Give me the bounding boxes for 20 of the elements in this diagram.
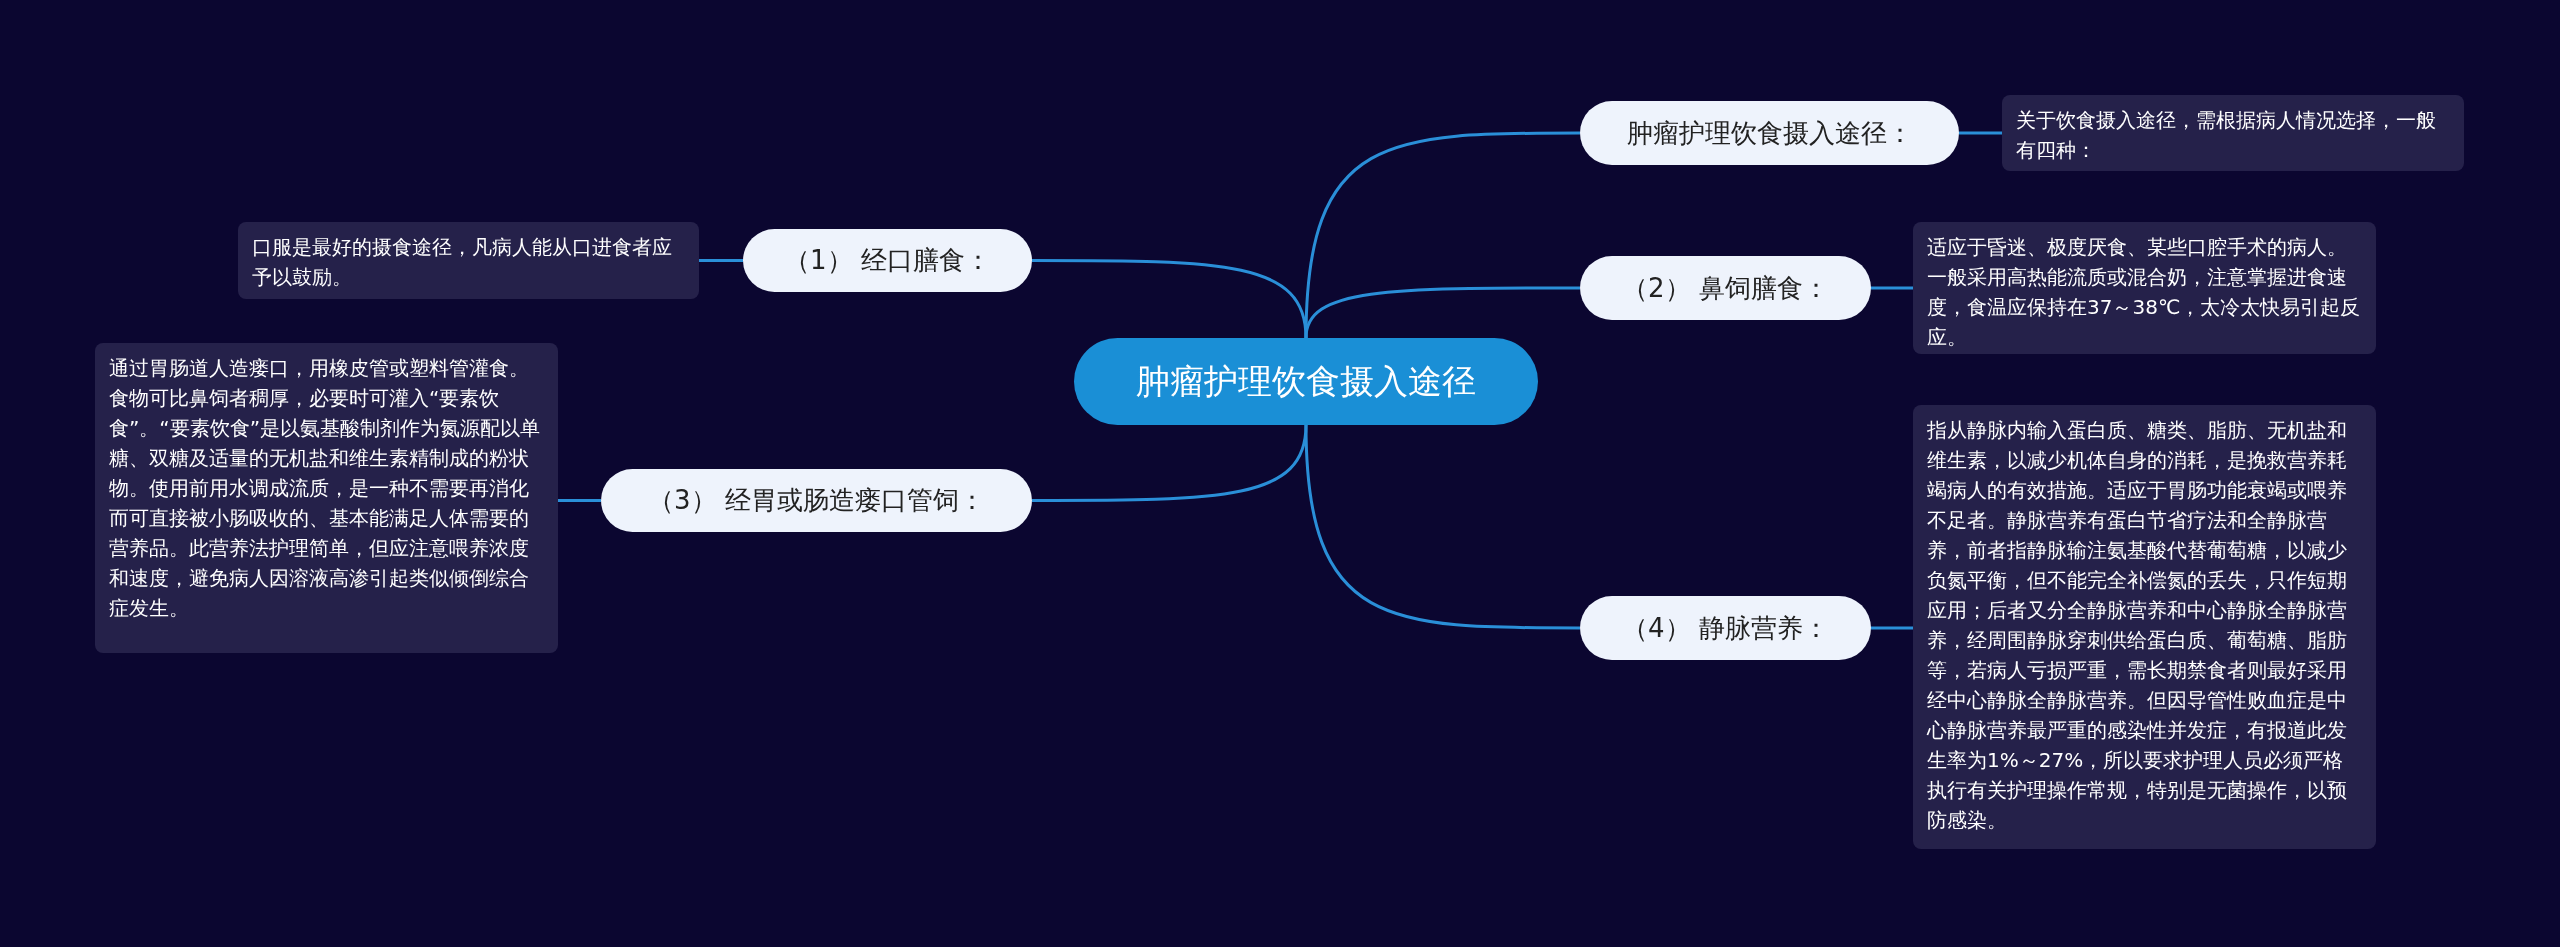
connector (1032, 424, 1308, 502)
central-topic: 肿瘤护理饮食摄入途径 (1074, 338, 1538, 425)
note-box: 口服是最好的摄食途径，凡病人能从口进食者应予以鼓励。 (238, 222, 699, 299)
topic-pill: （2） 鼻饲膳食： (1580, 256, 1871, 320)
connector (558, 499, 601, 502)
connector (699, 259, 743, 262)
note-box: 通过胃肠道人造瘘口，用橡皮管或塑料管灌食。食物可比鼻饲者稠厚，必要时可灌入“要素饮食”。“要素饮食”是以氨基酸制剂作为氮源配以单糖、双糖及适量的无机盐和维生素精制成的粉状物。使用前用水调成流质，是一种不需要再消化而可直接被小肠吸收的、基本能满足人体需要的营养品。此营养法护理简单，但应注意喂养浓度和速度，避免病人因溶液高渗引起类似倾倒综合症发生。 (95, 343, 558, 653)
connector (1959, 131, 2002, 135)
connector (1871, 286, 1913, 290)
topic-pill: （4） 静脉营养： (1580, 596, 1871, 660)
note-box: 指从静脉内输入蛋白质、糖类、脂肪、无机盐和维生素，以减少机体自身的消耗，是挽救营养耗竭病人的有效措施。适应于胃肠功能衰竭或喂养不足者。静脉营养有蛋白节省疗法和全静脉营养，前者指静脉输注氨基酸代替葡萄糖，以减少负氮平衡，但不能完全补偿氮的丢失，只作短期应用；后者又分全静脉营养和中心静脉全静脉营养，经周围静脉穿刺供给蛋白质、葡萄糖、脂肪等，若病人亏损严重，需长期禁食者则最好采用经中心静脉全静脉营养。但因导管性败血症是中心静脉营养最严重的感染性并发症，有报道此发生率为1%～27%，所以要求护理人员必须严格执行有关护理操作常规，特别是无菌操作，以预防感染。 (1913, 405, 2376, 849)
connector (1304, 286, 1580, 339)
topic-pill: 肿瘤护理饮食摄入途径： (1580, 101, 1959, 165)
topic-pill: （1） 经口膳食： (743, 229, 1032, 292)
topic-pill: （3） 经胃或肠造瘘口管饲： (601, 469, 1032, 532)
note-box: 关于饮食摄入途径，需根据病人情况选择，一般有四种： (2002, 95, 2464, 171)
note-box: 适应于昏迷、极度厌食、某些口腔手术的病人。一般采用高热能流质或混合奶，注意掌握进食速度，食温应保持在37～38℃，太冷太快易引起反应。 (1913, 222, 2376, 354)
connector (1871, 626, 1913, 630)
connector (1032, 259, 1308, 339)
connector (1304, 424, 1580, 630)
